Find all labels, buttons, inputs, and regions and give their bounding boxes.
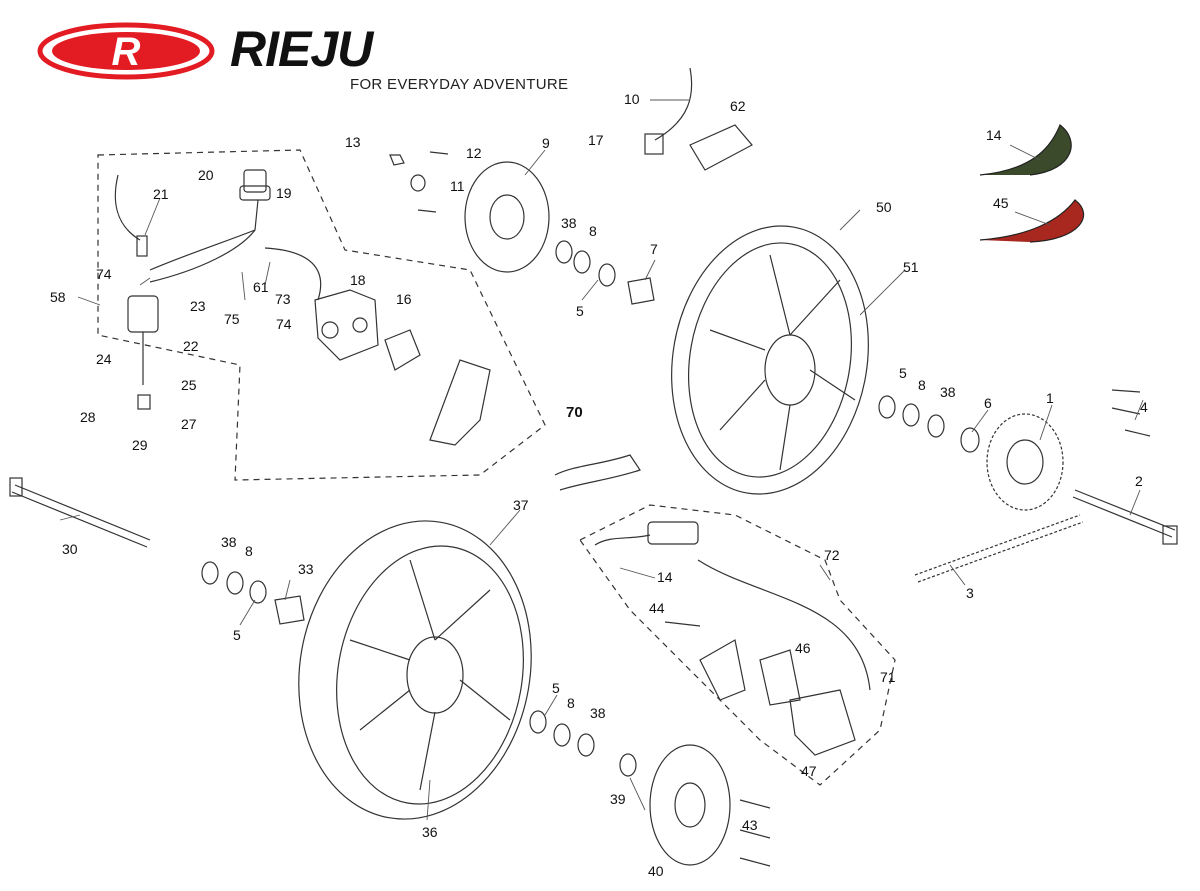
callout-21: 21 [153,186,169,202]
callout-11: 11 [450,178,465,194]
callout-74-left: 74 [96,266,112,282]
callout-50: 50 [876,199,892,215]
callout-19: 19 [276,185,292,201]
callout-25: 25 [181,377,197,393]
callout-14-switch: 14 [657,569,673,585]
front-brake-hose [264,247,322,301]
callout-18: 18 [350,272,366,288]
callout-43: 43 [742,817,758,833]
rear-master-cylinder [594,521,871,691]
callout-28: 28 [80,409,96,425]
front-master-cylinder [114,169,271,410]
callout-10: 10 [624,91,640,107]
callout-47: 47 [801,763,817,779]
callout-38-front-right: 38 [590,705,606,721]
callout-1: 1 [1046,390,1054,406]
rear-axle [1072,489,1178,545]
callout-37: 37 [513,497,529,513]
callout-22: 22 [183,338,199,354]
callout-36: 36 [422,824,438,840]
front-brake-disc [464,161,550,273]
front-brake-group-outline [97,149,546,481]
callout-24: 24 [96,351,112,367]
callout-73: 73 [275,291,291,307]
callout-44: 44 [649,600,665,616]
callout-30: 30 [62,541,78,557]
speed-sensor [644,67,753,171]
front-wheel [201,520,637,820]
callout-45: 45 [993,195,1009,211]
callout-8-rear-left: 8 [589,223,597,239]
callout-23: 23 [190,298,206,314]
callout-58: 58 [50,289,66,305]
callout-75: 75 [224,311,240,327]
callout-39: 39 [610,791,626,807]
callout-33: 33 [298,561,314,577]
callout-62: 62 [730,98,746,114]
callout-72: 72 [824,547,840,563]
callout-8-rear-right: 8 [918,377,926,393]
callout-5-rear-left: 5 [576,303,584,319]
rieju-logo: R [37,22,215,80]
callout-14-decal: 14 [986,127,1002,143]
callout-8-front-right: 8 [567,695,575,711]
callout-12: 12 [466,145,482,161]
logo-letter: R [112,30,141,74]
callout-5-front-left: 5 [233,627,241,643]
callout-labels: 1 2 3 4 5 5 5 5 6 7 8 8 8 8 9 10 11 12 1… [50,91,1148,879]
callout-38-front-left: 38 [221,534,237,550]
rear-wheel [671,225,869,495]
callout-27: 27 [181,416,197,432]
rear-brake-disc [649,744,731,866]
callout-40: 40 [648,863,664,879]
callout-17: 17 [588,132,604,148]
front-axle [9,477,151,548]
callout-46: 46 [795,640,811,656]
rear-brake-group-outline [579,504,896,786]
bearings-upper [555,240,980,453]
drive-chain [914,514,1084,583]
callout-5-front-right: 5 [552,680,560,696]
callout-74-right: 74 [276,316,292,332]
callout-29: 29 [132,437,148,453]
fasteners [389,151,1151,867]
brake-lever [554,454,641,491]
callout-38-rear-right: 38 [940,384,956,400]
callout-4: 4 [1140,399,1148,415]
callout-13: 13 [345,134,361,150]
brand-name: RIEJU [230,21,373,77]
rear-caliper [699,639,856,756]
callout-2: 2 [1135,473,1143,489]
callout-71: 71 [880,669,896,685]
rim-decal-green [979,124,1072,176]
front-caliper [314,289,491,446]
callout-9: 9 [542,135,550,151]
callout-38-rear-left: 38 [561,215,577,231]
callout-7: 7 [650,241,658,257]
callout-8-front-left: 8 [245,543,253,559]
callout-5-rear-right: 5 [899,365,907,381]
brand-slogan: FOR EVERYDAY ADVENTURE [350,76,569,93]
callout-70: 70 [566,404,583,421]
callout-51: 51 [903,259,919,275]
callout-61: 61 [253,279,269,295]
callout-leaders [59,99,1144,821]
callout-20: 20 [198,167,214,183]
rim-decal-red [979,199,1085,243]
callout-16: 16 [396,291,412,307]
callout-6: 6 [984,395,992,411]
callout-3: 3 [966,585,974,601]
rear-sprocket [986,413,1064,511]
